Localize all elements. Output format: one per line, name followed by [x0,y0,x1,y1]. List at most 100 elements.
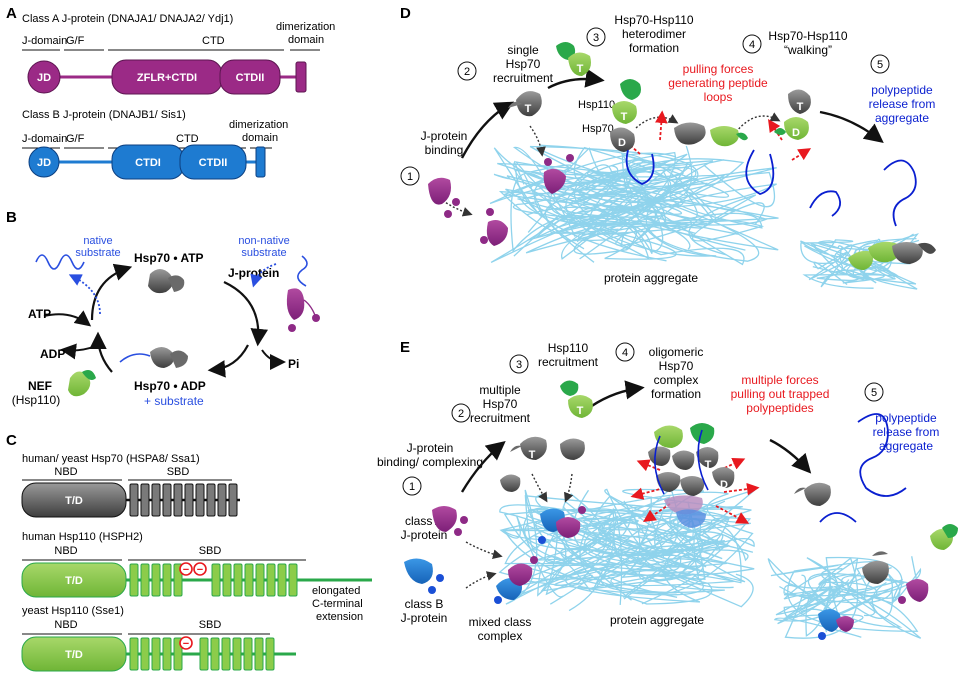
e-forces-1: multiple forces [741,373,818,387]
sbd-strand [243,637,253,671]
e-mixed-2: complex [478,629,523,643]
d-walking-2: “walking” [784,43,832,57]
d-hsp70-label: Hsp70 [582,123,614,135]
e-oligomeric-complex: T D [648,423,735,528]
native-substrate-label-1: native [83,235,112,247]
d-hetero-3: formation [629,41,679,55]
ext-label-3: extension [316,611,363,623]
jprotein-label: J-protein [228,266,279,280]
svg-text:5: 5 [877,59,883,71]
e-jbinding-1: J-protein [407,441,454,455]
ext-label-1: elongated [312,585,360,597]
adp-label: ADP [40,347,65,361]
e-forces-3: polypeptides [746,401,813,415]
e-arrow-2 [585,380,645,411]
hsp70-title: human/ yeast Hsp70 (HSPA8/ Ssa1) [22,453,200,465]
panel-d: D protein aggregate 1 2 3 4 5 J-protein … [400,5,936,290]
e-oligo-3: complex [654,373,699,387]
non-native-binding-arrow [250,263,277,288]
aggregate-strand [505,152,730,253]
hsp110-nbd-label: NBD [54,545,77,557]
sse1-nbd-label: NBD [54,619,77,631]
plus-substrate-label: + substrate [144,394,204,408]
sbd-strand [206,483,216,517]
svg-text:T: T [705,459,712,471]
adp-arrow [60,343,97,360]
pi-arrow [261,349,286,370]
cycle-arrow-bottom [207,344,249,378]
protein-aggregate-d [489,144,779,266]
sse1-sbd-label: SBD [199,619,222,631]
e-multiple-2: Hsp70 [483,397,518,411]
aggregate-strand [490,145,699,263]
sbd-strand [151,637,161,671]
aggregate-strand [499,491,754,598]
e-step-3 [509,354,529,374]
class-a-dimer-domain [295,61,307,93]
e-arrow-1 [460,440,506,493]
sbd-strand [140,563,150,597]
d-single-1: single [507,43,539,57]
sbd-strand [129,563,139,597]
panel-e-letter: E [400,339,410,356]
cycle-arrow-right-down [223,281,269,347]
native-substrate-coil [35,254,85,270]
hsp110-sbd-strands [129,563,298,597]
d-jbinding-1: J-protein [421,129,468,143]
d-step-5 [870,54,890,74]
aggregate-strand [493,147,765,229]
panel-c: C human/ yeast Hsp70 (HSPA8/ Ssa1) NBD S… [6,432,372,672]
d-release-2: release from [869,97,936,111]
d-released-complex [848,241,936,270]
class-a-dimer-label-2: domain [288,34,324,46]
hsp70-adp-substrate [119,353,151,363]
sbd-strand [233,563,243,597]
hsp70-nbd-domain [21,482,127,518]
sse1-td-text: T/D [65,649,83,661]
aggregate-strand [784,556,903,627]
sbd-strand [217,483,227,517]
panel-a: A Class A J-protein (DNAJA1/ DNAJA2/ Ydj… [6,5,335,180]
hsp110-sbd-label: SBD [199,545,222,557]
sbd-strand [277,563,287,597]
e-forces-2: pulling out trapped [731,387,830,401]
sbd-strand [210,637,220,671]
sbd-strand [221,637,231,671]
aggregate-label-e: protein aggregate [610,613,704,627]
class-a-zflr-text: ZFLR+CTDI [137,72,197,84]
d-hetero-2: heterodimer [622,27,686,41]
d-pulling-3: loops [704,90,733,104]
d-jbinding-2: binding [425,143,464,157]
class-b-ctd-label: CTD [176,133,199,145]
e-hsp110rec-1: Hsp110 [548,341,589,355]
d-step-3 [586,27,606,47]
d-step-1 [400,166,420,186]
e-step-1 [402,476,422,496]
e-classA-jprotein [432,506,457,532]
class-a-title: Class A J-protein (DNAJA1/ DNAJA2/ Ydj1) [22,13,233,25]
sbd-strand [255,563,265,597]
class-b-jd-domain [28,146,60,178]
atp-arrow [43,310,92,327]
sbd-strand [129,483,139,517]
sbd-strand [211,563,221,597]
sbd-strand [228,483,238,517]
svg-text:3: 3 [516,359,522,371]
d-jprotein-2 [486,220,508,246]
svg-text:−: − [183,638,189,650]
d-walking-1: Hsp70-Hsp110 [768,29,847,43]
sbd-strand [244,563,254,597]
e-classA-2: J-protein [401,528,448,542]
aggregate-strand [517,164,776,242]
svg-text:T: T [797,101,804,113]
e-release-1: polypeptide [875,411,937,425]
e-classB-jprotein [404,558,433,584]
class-b-dimer-label-2: domain [242,132,278,144]
panel-b-letter: B [6,209,17,226]
svg-text:T: T [577,63,584,75]
d-arrow-2 [547,68,605,90]
hsp70-sbd-label: SBD [167,466,190,478]
svg-text:4: 4 [749,39,755,51]
aggregate-strand [535,493,755,581]
hsp110-td-text: T/D [65,575,83,587]
